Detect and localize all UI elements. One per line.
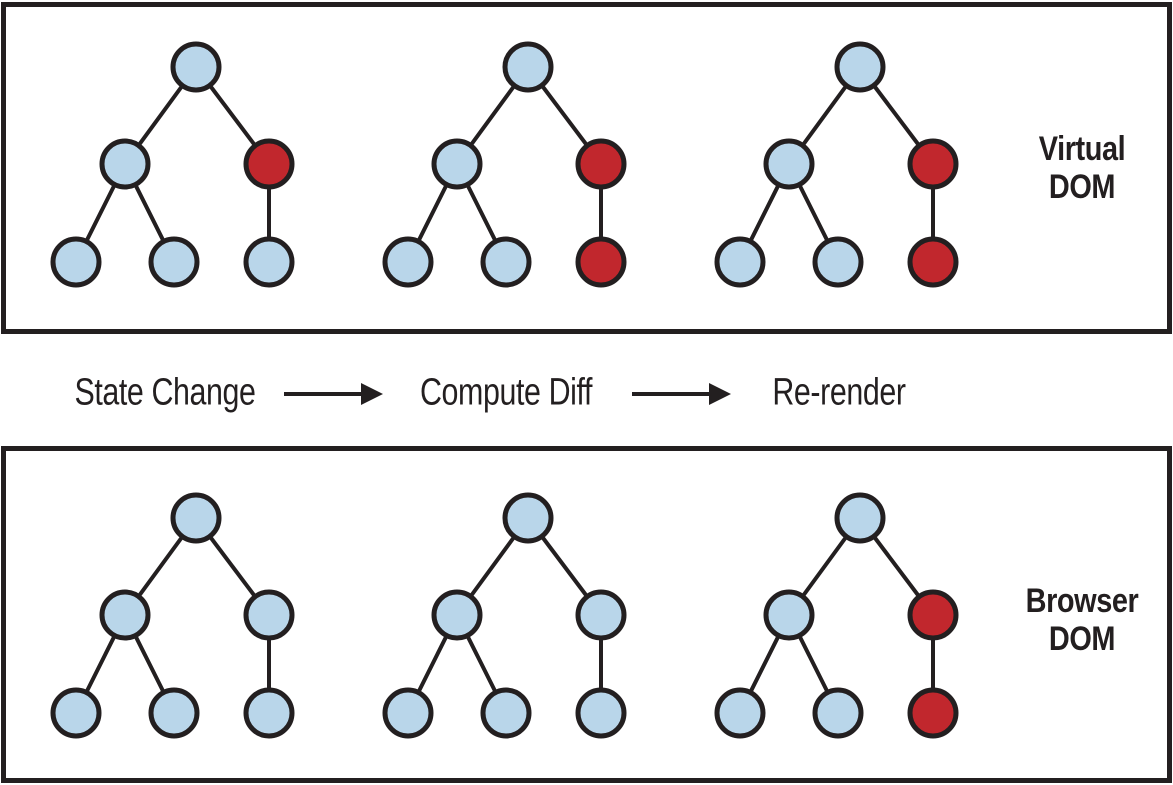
root-node <box>170 492 222 544</box>
browser-dom-label-line2: DOM <box>1048 620 1116 658</box>
left-child-node <box>431 138 483 190</box>
flow-step-re-render: Re-render <box>772 371 906 414</box>
flow-step-compute-diff: Compute Diff <box>419 371 593 414</box>
root-node <box>502 41 554 93</box>
right-child-node <box>907 138 959 190</box>
right-child-node <box>575 589 627 641</box>
virtual-dom-label: Virtual DOM <box>997 130 1167 206</box>
right-child-node <box>575 138 627 190</box>
left-grandchild-1-node <box>382 687 434 739</box>
right-child-node <box>907 589 959 641</box>
virtual-dom-label-line2: DOM <box>1048 168 1116 206</box>
flow-step-state-change: State Change <box>74 371 256 414</box>
browser-dom-tree-1 <box>41 478 331 753</box>
right-grandchild-node <box>907 687 959 739</box>
right-grandchild-node <box>243 687 295 739</box>
virtual-dom-tree-1 <box>41 27 331 302</box>
left-grandchild-1-node <box>382 236 434 288</box>
browser-dom-tree-3 <box>705 478 995 753</box>
right-child-node <box>243 589 295 641</box>
left-grandchild-2-node <box>480 687 532 739</box>
root-node <box>170 41 222 93</box>
left-grandchild-2-node <box>812 236 864 288</box>
left-child-node <box>763 138 815 190</box>
root-node <box>834 492 886 544</box>
right-grandchild-node <box>243 236 295 288</box>
browser-dom-label: Browser DOM <box>997 582 1167 658</box>
browser-dom-label-line1: Browser <box>1025 582 1139 620</box>
left-child-node <box>99 138 151 190</box>
arrow-right-icon <box>632 383 731 405</box>
root-node <box>834 41 886 93</box>
left-child-node <box>763 589 815 641</box>
right-grandchild-node <box>907 236 959 288</box>
browser-dom-tree-2 <box>373 478 663 753</box>
right-child-node <box>243 138 295 190</box>
left-grandchild-1-node <box>714 687 766 739</box>
left-child-node <box>431 589 483 641</box>
left-grandchild-2-node <box>480 236 532 288</box>
left-grandchild-1-node <box>50 236 102 288</box>
arrow-right-icon <box>284 383 383 405</box>
left-grandchild-2-node <box>148 236 200 288</box>
right-grandchild-node <box>575 236 627 288</box>
virtual-dom-tree-3 <box>705 27 995 302</box>
virtual-dom-label-line1: Virtual <box>1038 130 1126 168</box>
left-grandchild-2-node <box>812 687 864 739</box>
left-grandchild-1-node <box>50 687 102 739</box>
root-node <box>502 492 554 544</box>
left-child-node <box>99 589 151 641</box>
left-grandchild-1-node <box>714 236 766 288</box>
left-grandchild-2-node <box>148 687 200 739</box>
virtual-dom-tree-2 <box>373 27 663 302</box>
right-grandchild-node <box>575 687 627 739</box>
